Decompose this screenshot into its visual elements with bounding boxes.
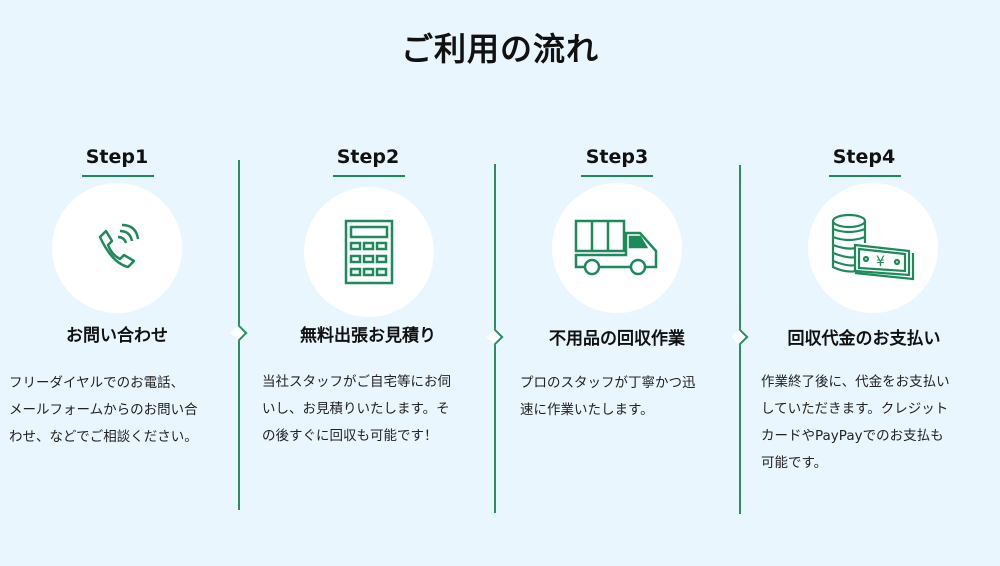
step-heading: 無料出張お見積り — [300, 326, 436, 346]
step-underline — [82, 175, 154, 177]
step-label: Step1 — [85, 146, 149, 168]
step-heading: お問い合わせ — [66, 326, 168, 346]
description-line: いし、お見積りいたします。そ — [262, 401, 450, 417]
step-description: フリーダイヤルでのお電話、 メールフォームからのお問い合 わせ、などでご相談くだ… — [9, 370, 198, 451]
description-line: していただきます。クレジット — [761, 401, 949, 417]
step-description: 当社スタッフがご自宅等にお伺 いし、お見積りいたします。そ の後すぐに回収も可能… — [262, 369, 451, 450]
step-icon-circle — [52, 183, 182, 313]
phone-icon — [98, 223, 140, 269]
step-description: プロのスタッフが丁寧かつ迅 速に作業いたします。 — [520, 370, 696, 424]
description-line: 可能です。 — [761, 455, 828, 471]
money-icon: ¥ — [831, 213, 915, 281]
description-line: フリーダイヤルでのお電話、 — [9, 375, 185, 391]
step-underline — [829, 175, 901, 177]
description-line: 当社スタッフがご自宅等にお伺 — [262, 374, 451, 390]
step-underline — [333, 175, 405, 177]
step-icon-circle — [304, 187, 434, 317]
step-icon-circle — [552, 183, 682, 313]
step-label: Step3 — [585, 146, 649, 168]
description-line: プロのスタッフが丁寧かつ迅 — [520, 375, 696, 391]
svg-text:¥: ¥ — [876, 254, 885, 270]
step-description: 作業終了後に、代金をお支払い していただきます。クレジット カードやPayPay… — [761, 369, 950, 477]
description-line: 作業終了後に、代金をお支払い — [761, 374, 950, 390]
step-label: Step4 — [832, 146, 896, 168]
step-underline — [581, 175, 653, 177]
description-line: メールフォームからのお問い合 — [9, 402, 198, 418]
description-line: 速に作業いたします。 — [520, 402, 654, 418]
calculator-icon — [344, 219, 394, 285]
step-icon-circle: ¥ — [808, 183, 938, 313]
description-line: わせ、などでご相談ください。 — [9, 429, 198, 445]
step-label: Step2 — [336, 146, 400, 168]
truck-icon — [574, 219, 658, 276]
description-line: カードやPayPayでのお支払も — [761, 428, 944, 444]
page-title: ご利用の流れ — [400, 30, 599, 68]
step-heading: 回収代金のお支払い — [787, 329, 941, 349]
description-line: の後すぐに回収も可能です！ — [262, 428, 438, 444]
step-heading: 不用品の回収作業 — [549, 329, 685, 349]
